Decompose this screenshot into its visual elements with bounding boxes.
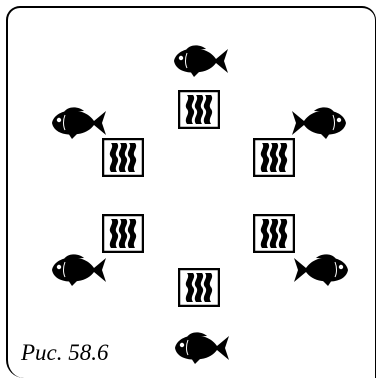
tank-icon-lower-right (253, 214, 295, 253)
tank-icon-upper-right (253, 138, 295, 177)
figure-caption: Рис. 58.6 (21, 341, 109, 364)
tank-icon-lower-left (102, 214, 144, 253)
fish-icon-lower-right (292, 253, 352, 287)
fish-icon-upper-right (290, 106, 350, 140)
fish-icon-bottom (171, 331, 231, 365)
tank-icon-bottom (178, 268, 220, 307)
fish-icon-lower-left (48, 253, 108, 287)
tank-icon-upper-left (102, 138, 144, 177)
fish-icon-top (170, 44, 230, 78)
tank-icon-top (178, 90, 220, 129)
fish-icon-upper-left (48, 106, 108, 140)
